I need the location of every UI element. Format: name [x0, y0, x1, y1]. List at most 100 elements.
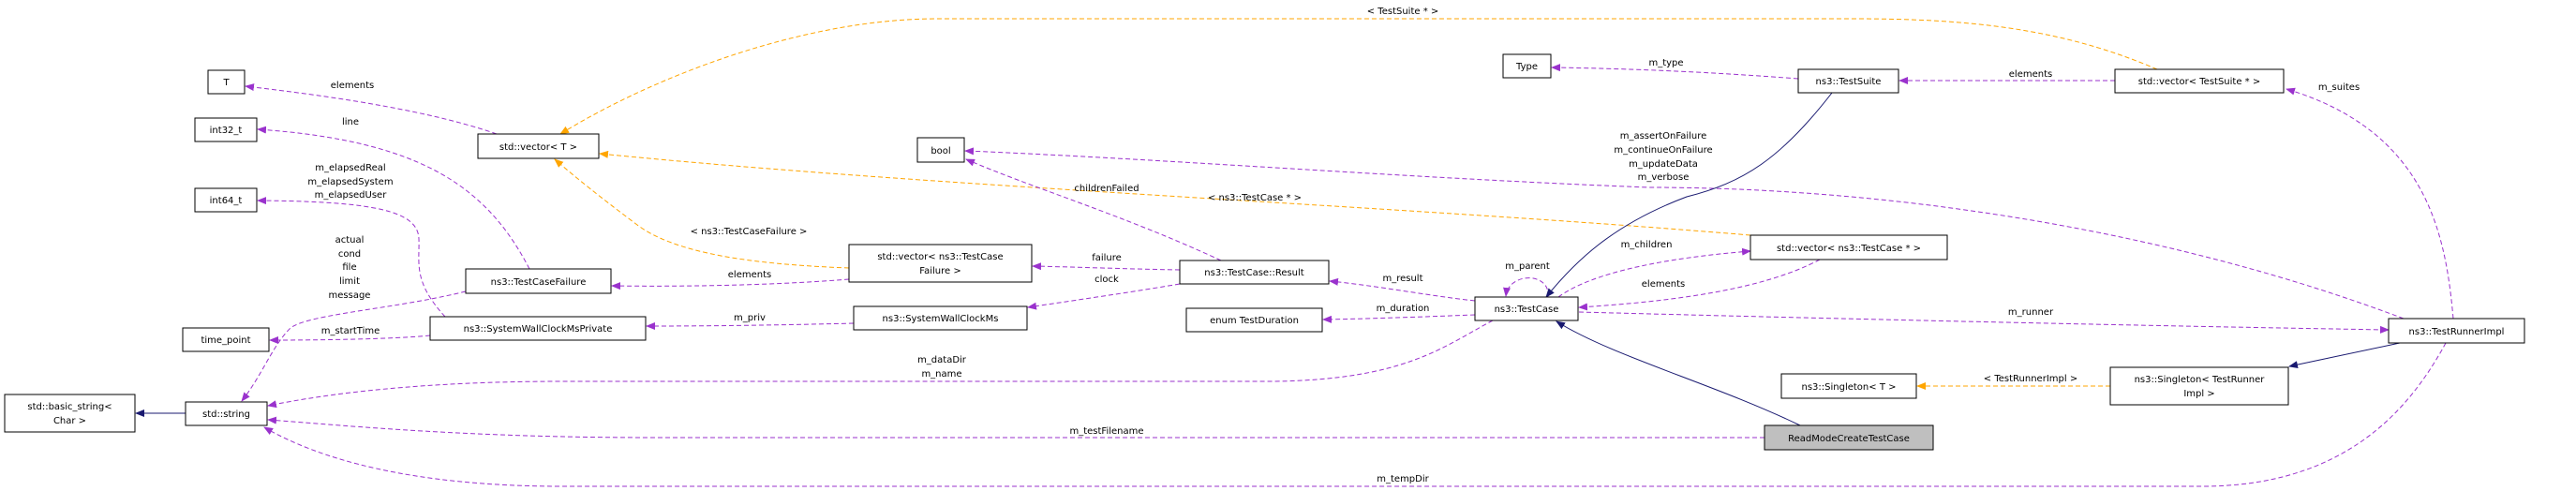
node-label: Failure >	[919, 266, 960, 276]
node-label: ns3::TestCaseFailure	[491, 277, 587, 288]
edge-label: failure	[1092, 253, 1122, 263]
edge-labels: elements line m_elapsedReal m_elapsedSys…	[307, 7, 2360, 484]
node-label: int64_t	[210, 196, 243, 206]
edge-label: m_tempDir	[1377, 474, 1429, 484]
node-singleton-T[interactable]: ns3::Singleton< T >	[1780, 373, 1917, 399]
edge-runner-to-string-tempdir	[263, 342, 2447, 487]
edge-result-to-swcm	[1027, 283, 1181, 310]
edge-label: m_parent	[1505, 261, 1550, 272]
node-label: ns3::TestRunnerImpl	[2409, 327, 2505, 337]
node-bool[interactable]: bool	[916, 137, 965, 163]
node-test-case[interactable]: ns3::TestCase	[1474, 296, 1579, 321]
node-test-suite[interactable]: ns3::TestSuite	[1797, 68, 1899, 94]
node-singleton-testrunnerimpl[interactable]: ns3::Singleton< TestRunnerImpl >	[2109, 366, 2289, 406]
edge-label: m_continueOnFailure	[1614, 145, 1712, 156]
node-int64[interactable]: int64_t	[194, 187, 258, 213]
edge-vectorcase-to-vectorT	[599, 150, 1751, 236]
node-system-wall-clock-ms[interactable]: ns3::SystemWallClockMs	[853, 305, 1028, 331]
edge-label: < ns3::TestCaseFailure >	[691, 227, 808, 237]
edge-label: line	[342, 117, 359, 127]
node-label: ns3::TestSuite	[1816, 77, 1882, 87]
edge-testsuite-inherits-testcase	[1545, 92, 1833, 298]
node-test-runner-impl[interactable]: ns3::TestRunnerImpl	[2388, 318, 2525, 344]
edge-label: m_suites	[2318, 82, 2360, 93]
edge-label: file	[342, 262, 356, 273]
edge-label: m_startTime	[321, 326, 380, 336]
node-type[interactable]: Type	[1502, 53, 1552, 79]
edge-vectorsuite-to-vectorT	[559, 18, 2158, 135]
edge-label: limit	[339, 276, 360, 287]
node-label: ns3::TestCase	[1495, 305, 1559, 315]
node-label: ns3::TestCase::Result	[1204, 268, 1304, 278]
edge-failure-to-string	[241, 290, 467, 402]
edge-testsuite-to-type	[1551, 64, 1799, 80]
edge-testcase-to-result	[1329, 277, 1476, 302]
node-label: ns3::Singleton< T >	[1802, 382, 1897, 393]
edge-focus-inherits-testcase	[1556, 320, 1801, 426]
node-label: ns3::Singleton< TestRunner	[2135, 375, 2266, 385]
node-label: std::basic_string<	[27, 402, 112, 412]
node-vector-testcase[interactable]: std::vector< ns3::TestCase * >	[1750, 234, 1948, 260]
edges	[135, 18, 2454, 487]
edge-label: m_assertOnFailure	[1620, 131, 1707, 141]
node-string[interactable]: std::string	[185, 401, 268, 426]
node-label: ns3::SystemWallClockMs	[883, 314, 999, 324]
edge-testcase-to-runner	[1578, 311, 2390, 334]
edge-label: m_dataDir	[917, 355, 967, 365]
edge-label: actual	[335, 235, 365, 246]
node-vector-testcasefailure[interactable]: std::vector< ns3::TestCaseFailure >	[848, 244, 1033, 283]
node-label: std::vector< T >	[499, 142, 577, 153]
node-label: Impl >	[2183, 389, 2214, 399]
edge-label: elements	[331, 81, 374, 91]
edge-label: message	[329, 290, 371, 301]
edge-vectortcf-to-vectorT	[554, 158, 850, 269]
edge-label: childrenFailed	[1074, 184, 1139, 194]
node-label: std::vector< ns3::TestCase * >	[1777, 244, 1921, 254]
node-int32[interactable]: int32_t	[194, 117, 258, 142]
edge-result-to-vectortcf	[1032, 262, 1181, 271]
node-basic-string[interactable]: std::basic_string<Char >	[4, 394, 136, 433]
edge-label: m_priv	[734, 313, 766, 323]
edge-vectortcf-to-failure	[611, 278, 850, 290]
edge-label: m_duration	[1377, 304, 1430, 314]
node-label: Char >	[53, 416, 86, 426]
node-label: ReadModeCreateTestCase	[1788, 434, 1910, 444]
edge-runner-inherits-singleton	[2288, 342, 2401, 369]
node-label: T	[222, 78, 230, 88]
node-enum-test-duration[interactable]: enum TestDuration	[1185, 307, 1323, 333]
edge-label: m_children	[1621, 240, 1673, 250]
edge-label: m_name	[921, 369, 961, 379]
node-label: ns3::SystemWallClockMsPrivate	[464, 324, 613, 335]
edge-label: m_testFilename	[1069, 426, 1143, 437]
node-read-mode-create-test-case[interactable]: ReadModeCreateTestCase	[1764, 424, 1934, 451]
edge-testcase-self-parent	[1503, 277, 1549, 298]
edge-label: m_verbose	[1638, 172, 1690, 183]
edge-label: m_elapsedSystem	[307, 177, 393, 187]
edge-swcm-to-swcmprivate	[646, 321, 855, 330]
node-label: int32_t	[210, 126, 243, 136]
edge-testcase-to-string-datadir	[267, 320, 1494, 409]
node-testcase-result[interactable]: ns3::TestCase::Result	[1179, 260, 1330, 285]
edge-result-to-bool	[965, 158, 1222, 261]
edge-label: < TestSuite * >	[1367, 7, 1439, 17]
edge-label: elements	[728, 270, 771, 280]
node-test-case-failure[interactable]: ns3::TestCaseFailure	[465, 268, 612, 294]
edge-label: m_elapsedReal	[315, 163, 385, 173]
node-T[interactable]: T	[207, 69, 246, 95]
node-vector-testsuite[interactable]: std::vector< TestSuite * >	[2114, 68, 2285, 94]
edge-label: m_result	[1382, 274, 1422, 284]
node-swcm-private[interactable]: ns3::SystemWallClockMsPrivate	[429, 316, 647, 341]
node-label: enum TestDuration	[1210, 316, 1299, 326]
edge-vectorcase-to-testcase	[1578, 259, 1821, 311]
edge-runner-to-vectorsuite	[2286, 87, 2454, 320]
edge-swcmprivate-to-int64	[257, 197, 446, 318]
node-vector-T[interactable]: std::vector< T >	[477, 133, 600, 159]
node-time-point[interactable]: time_point	[182, 327, 270, 352]
edge-label: m_runner	[2008, 307, 2054, 318]
edge-swcmprivate-to-timepoint	[269, 335, 431, 344]
node-label: time_point	[201, 335, 250, 346]
node-label: std::vector< TestSuite * >	[2138, 77, 2260, 87]
node-label: std::vector< ns3::TestCase	[877, 252, 1003, 262]
edge-focus-to-string-testfilename	[267, 416, 1764, 439]
